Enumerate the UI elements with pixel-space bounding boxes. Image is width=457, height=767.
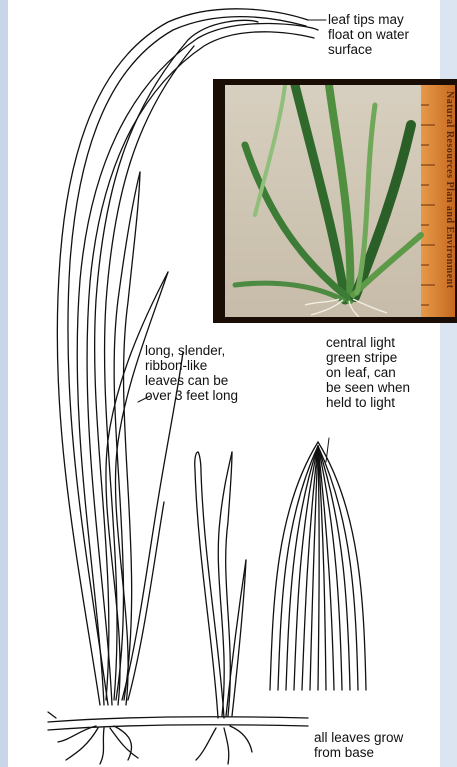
eelgrass-photo: Natural Resources Plan and Environment [213,79,457,323]
leaf-tip-detail [270,442,366,690]
photo-image: Natural Resources Plan and Environment [225,85,455,317]
leaf-tips-label: leaf tips may float on water surface [328,12,409,57]
central-stripe-label: central light green stripe on leaf, can … [326,335,410,410]
long-leaves-label: long, slender, ribbon-like leaves can be… [145,343,238,403]
ruler-text: Natural Resources Plan and Environment [444,91,455,289]
grow-from-base-label: all leaves grow from base [314,730,403,760]
